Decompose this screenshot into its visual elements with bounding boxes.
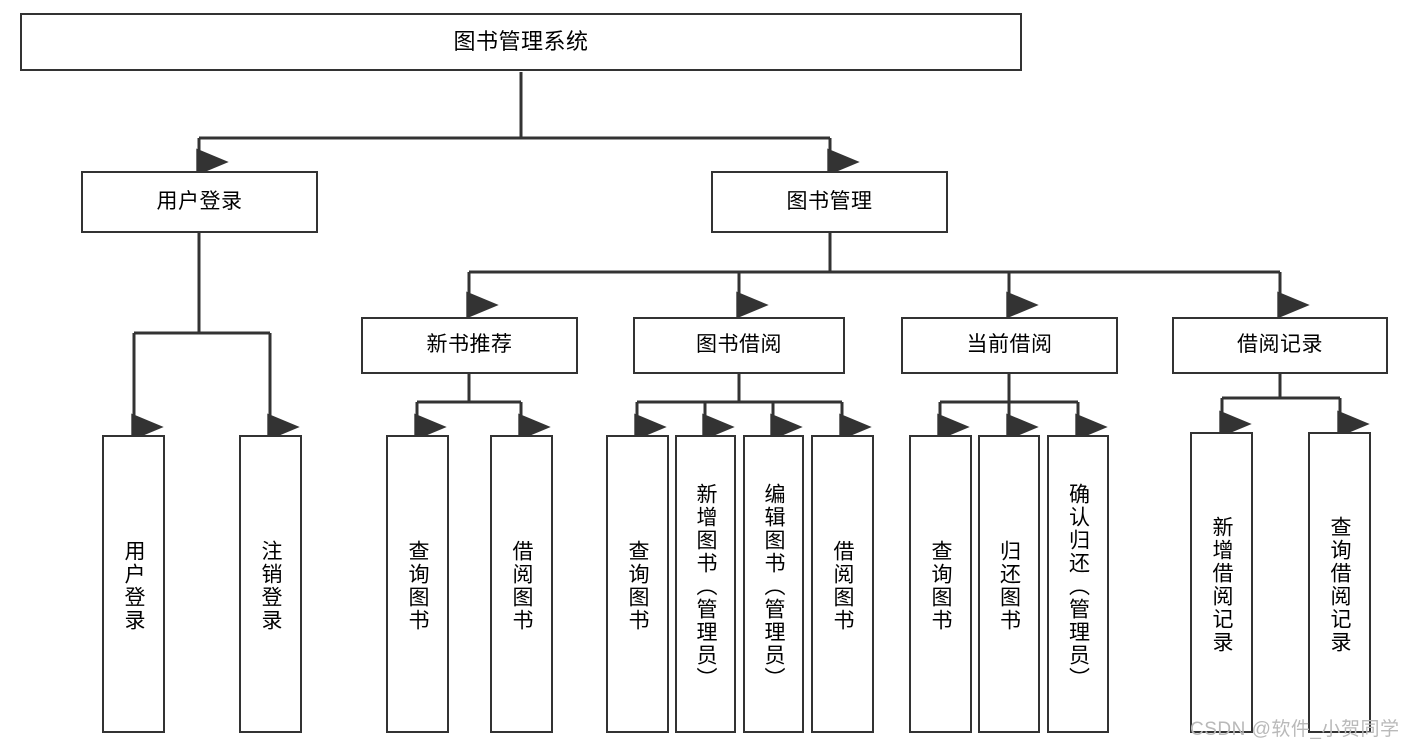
node-label: 查询借阅记录 — [1328, 515, 1351, 654]
node-label: 用户登录 — [122, 540, 145, 632]
node-label: 归还图书 — [997, 540, 1021, 632]
node-book-management[interactable]: 图书管理 — [711, 171, 948, 233]
leaf-logout[interactable]: 注销登录 — [239, 435, 302, 733]
leaf-return-book[interactable]: 归还图书 — [978, 435, 1040, 733]
leaf-query-book-borrowing[interactable]: 查询图书 — [606, 435, 669, 733]
leaf-borrow-book-recommendation[interactable]: 借阅图书 — [490, 435, 553, 733]
node-label: 借阅记录 — [1237, 333, 1323, 357]
node-label: 查询图书 — [626, 540, 649, 632]
leaf-query-book-current[interactable]: 查询图书 — [909, 435, 972, 733]
node-label: 新书推荐 — [426, 333, 513, 357]
node-borrowing-record[interactable]: 借阅记录 — [1172, 317, 1388, 374]
node-label: 编辑图书（管理员） — [762, 482, 785, 690]
node-label: 查询图书 — [406, 540, 429, 632]
node-label: 图书借阅 — [696, 333, 782, 357]
leaf-query-book-recommendation[interactable]: 查询图书 — [386, 435, 449, 733]
leaf-query-borrowing-record[interactable]: 查询借阅记录 — [1308, 432, 1371, 733]
node-label: 新增借阅记录 — [1210, 515, 1233, 654]
node-label: 图书管理 — [786, 189, 873, 213]
node-label: 用户登录 — [156, 189, 243, 213]
node-label: 当前借阅 — [966, 333, 1053, 357]
node-label: 借阅图书 — [831, 540, 854, 632]
node-label: 注销登录 — [259, 540, 282, 632]
leaf-confirm-return-admin[interactable]: 确认归还（管理员） — [1047, 435, 1109, 733]
node-root-book-management-system[interactable]: 图书管理系统 — [20, 13, 1022, 71]
node-label: 借阅图书 — [510, 540, 533, 632]
leaf-edit-book-admin[interactable]: 编辑图书（管理员） — [743, 435, 804, 733]
leaf-add-borrowing-record[interactable]: 新增借阅记录 — [1190, 432, 1253, 733]
node-book-borrowing[interactable]: 图书借阅 — [633, 317, 845, 374]
node-current-borrowing[interactable]: 当前借阅 — [901, 317, 1118, 374]
node-user-login[interactable]: 用户登录 — [81, 171, 318, 233]
leaf-add-book-admin[interactable]: 新增图书（管理员） — [675, 435, 736, 733]
node-label: 确认归还（管理员） — [1066, 482, 1090, 690]
node-label: 查询图书 — [929, 540, 952, 632]
watermark: CSDN @软件_小贺同学 — [1190, 719, 1400, 740]
node-new-book-recommendation[interactable]: 新书推荐 — [361, 317, 578, 374]
leaf-borrow-book-borrowing[interactable]: 借阅图书 — [811, 435, 874, 733]
node-label: 图书管理系统 — [453, 29, 589, 55]
leaf-user-login[interactable]: 用户登录 — [102, 435, 165, 733]
node-label: 新增图书（管理员） — [694, 482, 717, 690]
